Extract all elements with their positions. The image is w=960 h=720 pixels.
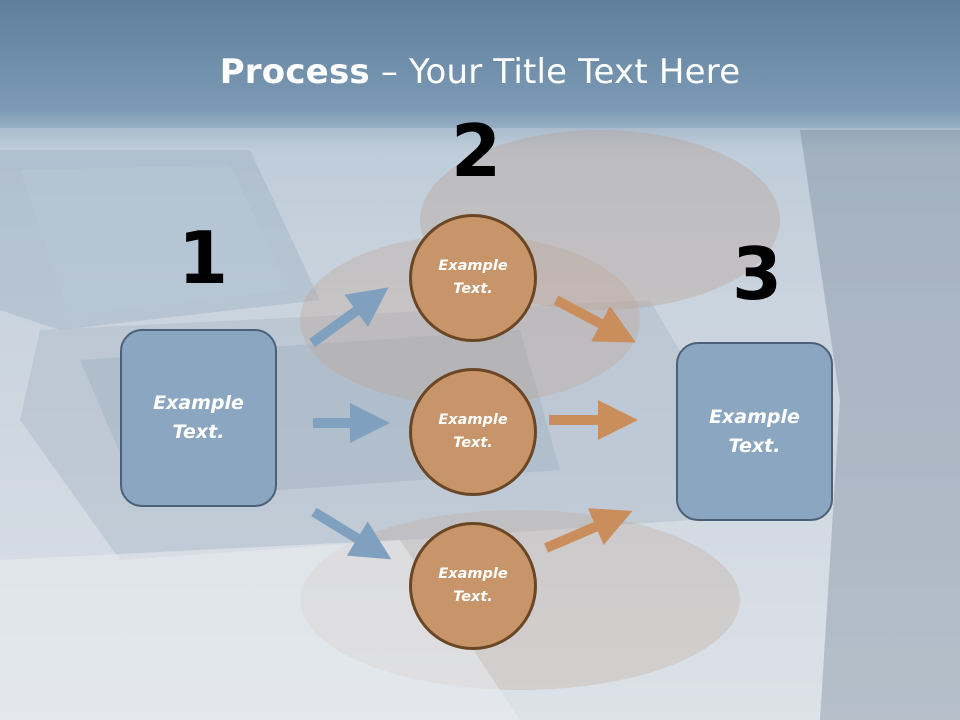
step-2-circle-middle: Example Text.: [409, 368, 537, 496]
step-3-label: Example Text.: [709, 405, 800, 457]
step-number-1: 1: [178, 216, 229, 300]
circle-top-label: Example Text.: [438, 258, 508, 297]
step-1-label: Example Text.: [153, 392, 244, 443]
title-bold: Process: [219, 52, 370, 92]
arrow-top-to-3: [553, 295, 636, 343]
step-2-circle-top: Example Text.: [409, 214, 537, 342]
title-rest: – Your Title Text Here: [369, 52, 741, 92]
step-number-2: 2: [451, 109, 502, 193]
arrow-1-to-top: [309, 287, 389, 348]
step-number-3: 3: [732, 232, 783, 316]
circle-bottom-label: Example Text.: [438, 566, 508, 605]
circle-middle-label: Example Text.: [438, 412, 508, 451]
arrow-bottom-to-3: [544, 508, 633, 553]
step-2-circle-bottom: Example Text.: [409, 522, 537, 650]
step-3-box: Example Text.: [676, 342, 833, 521]
page-title: Process – Your Title Text Here: [0, 52, 960, 92]
step-1-box: Example Text.: [120, 329, 277, 507]
arrow-1-to-bottom: [311, 507, 392, 560]
